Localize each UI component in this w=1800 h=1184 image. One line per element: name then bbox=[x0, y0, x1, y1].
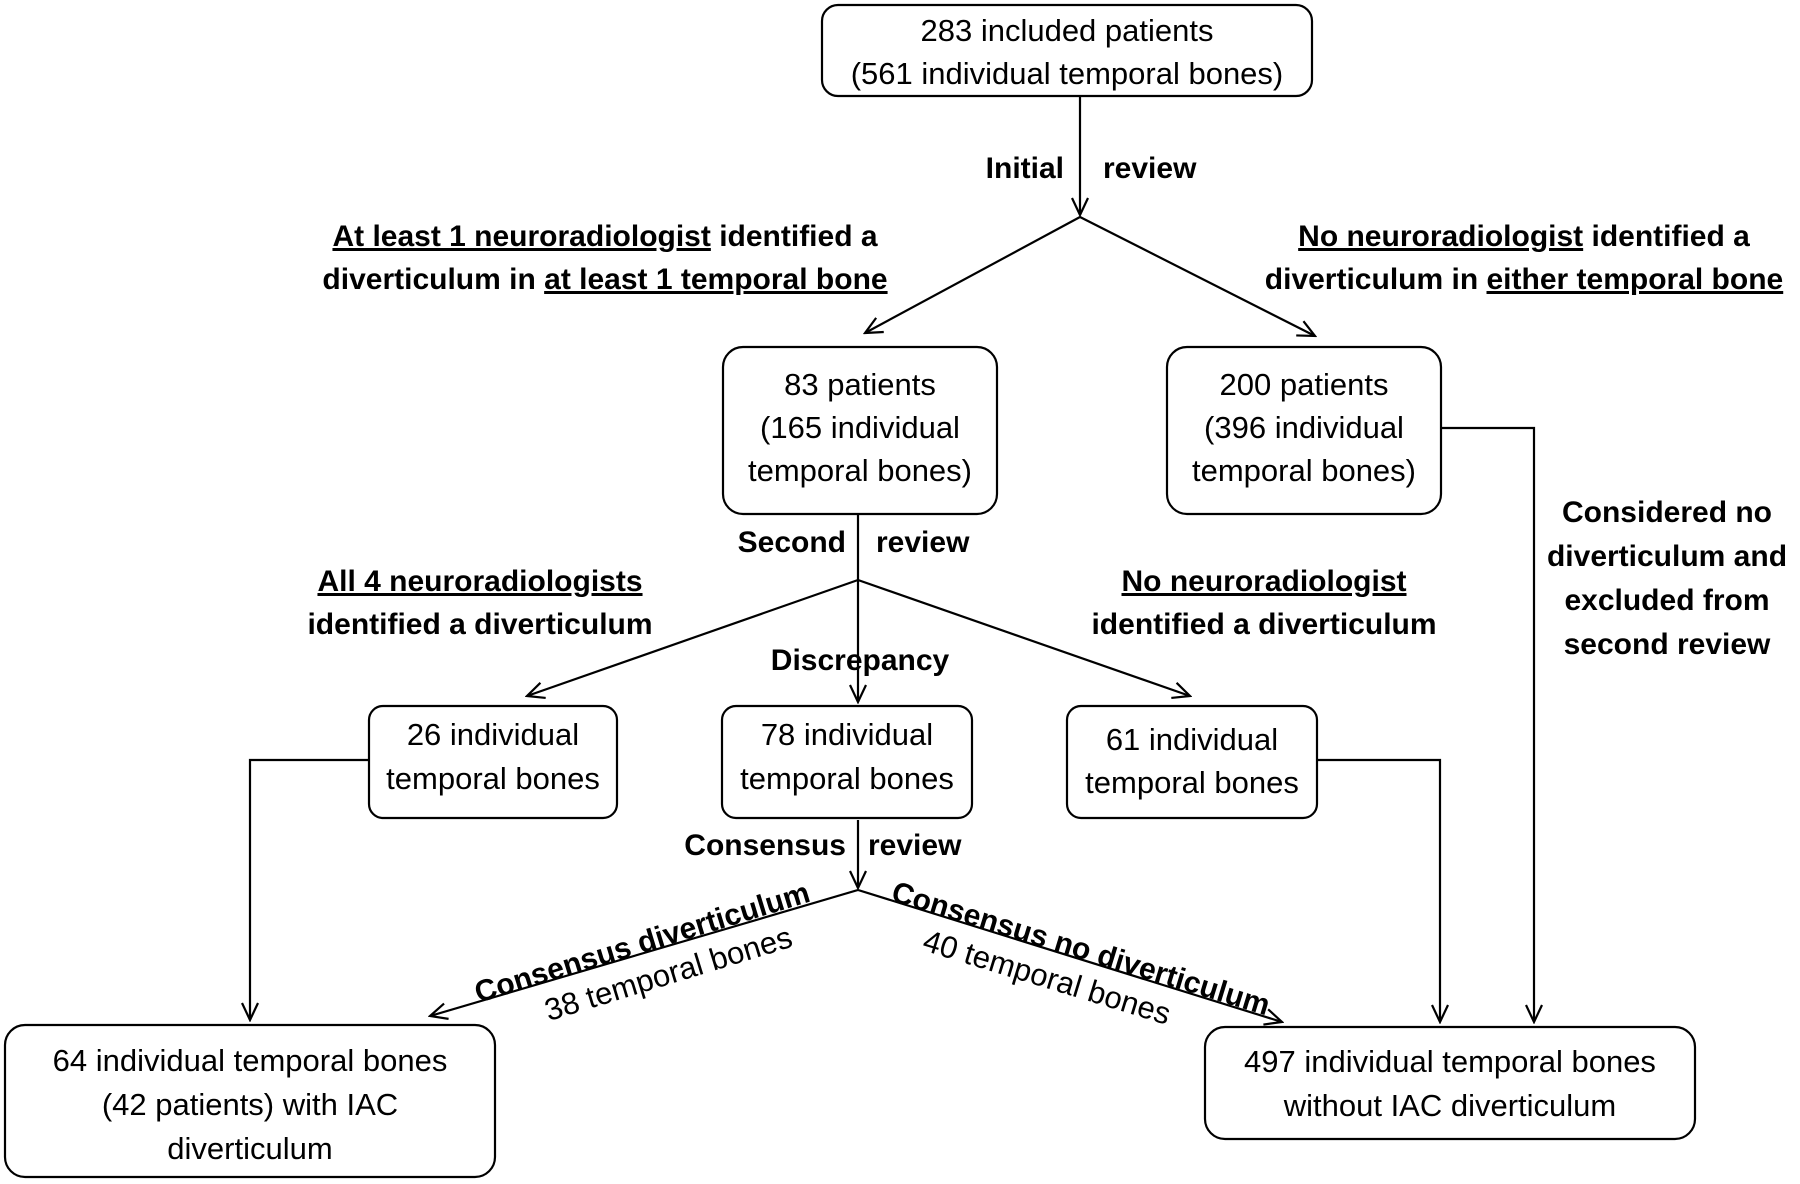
box-text-line: temporal bones) bbox=[748, 453, 972, 488]
label-text: identified a diverticulum bbox=[1091, 608, 1436, 641]
label-consensus-review: review bbox=[868, 829, 962, 862]
box-text-line: 83 patients bbox=[784, 367, 936, 402]
arrow-to-26-bones bbox=[527, 578, 859, 696]
box-200-patients: 200 patients (396 individual temporal bo… bbox=[1165, 345, 1443, 516]
label-text: diverticulum in bbox=[1265, 263, 1487, 296]
label-underlined: either temporal bone bbox=[1487, 263, 1784, 296]
label-at-least-1-neuroradiologist: At least 1 neuroradiologist identified a… bbox=[322, 220, 887, 296]
svg-text:diverticulum in at least 1 tem: diverticulum in at least 1 temporal bone bbox=[322, 263, 887, 296]
box-text-line: 61 individual bbox=[1106, 722, 1278, 757]
box-text-line: temporal bones) bbox=[1192, 453, 1416, 488]
label-second-review: review bbox=[876, 526, 970, 559]
box-61-temporal-bones: 61 individual temporal bones bbox=[1065, 704, 1319, 820]
box-78-temporal-bones: 78 individual temporal bones bbox=[720, 704, 974, 820]
label-consensus-diverticulum: Consensus diverticulum 38 temporal bones bbox=[471, 876, 814, 1028]
box-text-line: 26 individual bbox=[407, 717, 579, 752]
label-no-neuroradiologist-second: No neuroradiologist identified a diverti… bbox=[1091, 565, 1436, 641]
box-text-line: without IAC diverticulum bbox=[1283, 1088, 1617, 1123]
label-underlined: No neuroradiologist bbox=[1122, 565, 1407, 598]
box-text-line: 200 patients bbox=[1220, 367, 1389, 402]
label-text: Considered no bbox=[1562, 496, 1772, 529]
label-text: excluded from bbox=[1564, 584, 1769, 617]
box-text-line: (165 individual bbox=[760, 410, 960, 445]
arrow-61-to-without-iac bbox=[1317, 758, 1440, 1022]
label-underlined: at least 1 temporal bone bbox=[544, 263, 887, 296]
label-discrepancy: Discrepancy bbox=[771, 644, 950, 677]
label-text: diverticulum in bbox=[322, 263, 544, 296]
label-all-4-neuroradiologists: All 4 neuroradiologists identified a div… bbox=[307, 565, 652, 641]
arrow-200-to-without-iac bbox=[1441, 426, 1534, 1022]
arrow-consensus-diverticulum bbox=[430, 888, 859, 1016]
label-underlined: At least 1 neuroradiologist bbox=[332, 220, 710, 253]
label-no-neuroradiologist-initial: No neuroradiologist identified a diverti… bbox=[1265, 220, 1783, 296]
box-83-patients: 83 patients (165 individual temporal bon… bbox=[721, 345, 999, 516]
box-text-line: temporal bones bbox=[386, 761, 600, 796]
box-text-line: 283 included patients bbox=[920, 13, 1213, 48]
arrow-26-to-with-iac bbox=[250, 758, 369, 1020]
label-text: identified a bbox=[1583, 220, 1750, 253]
label-second: Second bbox=[738, 526, 846, 559]
label-initial: Initial bbox=[986, 152, 1064, 185]
arrow-to-200-patients bbox=[1079, 216, 1315, 336]
box-26-temporal-bones: 26 individual temporal bones bbox=[367, 704, 619, 820]
label-text: diverticulum and bbox=[1547, 540, 1787, 573]
box-text-line: temporal bones bbox=[740, 761, 954, 796]
label-text: second review bbox=[1564, 628, 1771, 661]
label-text: identified a diverticulum bbox=[307, 608, 652, 641]
label-considered-no-diverticulum: Considered no diverticulum and excluded … bbox=[1547, 496, 1787, 661]
box-text-line: (561 individual temporal bones) bbox=[851, 56, 1284, 91]
label-consensus: Consensus bbox=[684, 829, 846, 862]
label-underlined: No neuroradiologist bbox=[1298, 220, 1583, 253]
label-text: identified a bbox=[711, 220, 878, 253]
box-text-line: (396 individual bbox=[1204, 410, 1404, 445]
box-text-line: temporal bones bbox=[1085, 765, 1299, 800]
box-497-without-iac-diverticulum: 497 individual temporal bones without IA… bbox=[1203, 1025, 1697, 1141]
box-text-line: 78 individual bbox=[761, 717, 933, 752]
box-64-with-iac-diverticulum: 64 individual temporal bones (42 patient… bbox=[3, 1023, 497, 1179]
arrow-to-83-patients bbox=[865, 216, 1081, 333]
box-text-line: 497 individual temporal bones bbox=[1244, 1044, 1656, 1079]
label-underlined: All 4 neuroradiologists bbox=[317, 565, 642, 598]
svg-text:diverticulum in either tempora: diverticulum in either temporal bone bbox=[1265, 263, 1783, 296]
arrow-to-61-bones bbox=[857, 578, 1190, 696]
box-text-line: diverticulum bbox=[167, 1131, 332, 1166]
svg-text:No neuroradiologist identified: No neuroradiologist identified a bbox=[1298, 220, 1750, 253]
box-text-line: 64 individual temporal bones bbox=[53, 1043, 448, 1078]
arrow-consensus-no-diverticulum bbox=[857, 888, 1282, 1022]
box-283-included-patients: 283 included patients (561 individual te… bbox=[820, 3, 1314, 98]
svg-text:At least 1 neuroradiologist id: At least 1 neuroradiologist identified a bbox=[332, 220, 877, 253]
label-initial-review: review bbox=[1103, 152, 1197, 185]
box-text-line: (42 patients) with IAC bbox=[102, 1087, 398, 1122]
